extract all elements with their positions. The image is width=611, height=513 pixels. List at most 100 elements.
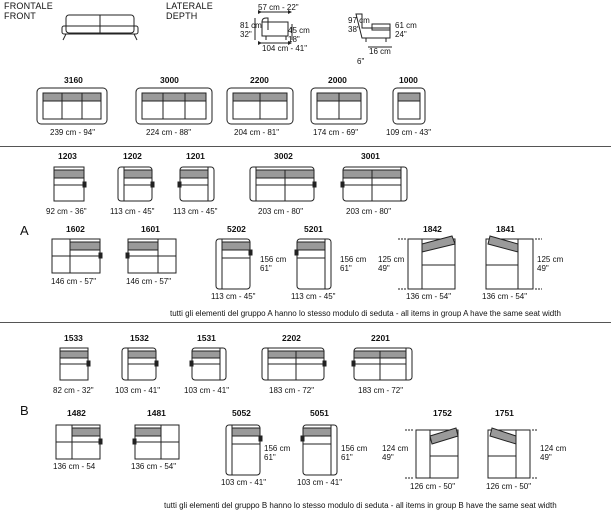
module-dim: 136 cm - 54 [53,462,96,471]
top-sofa-3000 [135,87,213,125]
top-sofa-1000 [392,87,426,125]
module-dim: 82 cm - 32" [53,386,94,395]
side-profile-a [254,10,293,45]
module-side-in: 49" [537,264,549,273]
top-sofa-3160 [36,87,108,125]
depth-b-seat: 61 cm [395,21,417,30]
module-code: 1842 [423,224,442,234]
module-dim: 203 cm - 80" [346,207,392,216]
top-sofa-2200 [226,87,294,125]
module-side: 124 cm [382,444,409,453]
module-code: 1203 [58,151,77,161]
sofa-dim: 109 cm - 43" [386,128,432,137]
module-side-in: 61" [341,453,353,462]
sofa-dim: 224 cm - 88" [146,128,192,137]
module-side-in: 49" [382,453,394,462]
module-1482 [55,424,103,460]
module-dim: 136 cm - 54" [482,292,528,301]
module-side-in: 61" [340,264,352,273]
module-1533 [59,347,91,381]
depth-b-height: 97 cm [348,16,370,25]
module-side-in: 49" [540,453,552,462]
sofa-code: 2000 [328,75,347,85]
group-b-label: B [20,403,29,418]
front-elevation-sofa [61,14,139,41]
module-5051 [300,424,338,476]
module-code: 1482 [67,408,86,418]
module-3002 [249,166,317,202]
module-2201 [351,347,413,381]
divider [0,322,611,323]
module-code: 3001 [361,151,380,161]
front-label-en: FRONT [4,11,36,21]
sofa-dim: 174 cm - 69" [313,128,359,137]
module-code: 5201 [304,224,323,234]
module-dim: 126 cm - 50" [410,482,456,491]
module-dim: 113 cm - 45" [211,292,256,301]
module-code: 1532 [130,333,149,343]
module-code: 1752 [433,408,452,418]
module-1751 [487,427,538,479]
module-1601 [125,238,177,274]
module-dim: 103 cm - 41" [221,478,267,487]
module-1532 [121,347,159,381]
module-1841 [485,235,542,290]
module-dim: 203 cm - 80" [258,207,304,216]
depth-a-seat-in: 18" [288,35,300,44]
depth-b-bottom: 16 cm [369,47,391,56]
depth-a-seat: 45 cm [288,26,310,35]
module-dim: 103 cm - 41" [297,478,343,487]
module-2202 [261,347,327,381]
depth-b-seat-in: 24" [395,30,407,39]
module-1752 [405,427,459,479]
module-5201 [294,238,332,290]
module-5202 [215,238,253,290]
module-dim: 103 cm - 41" [184,386,230,395]
module-side: 156 cm [340,255,367,264]
module-code: 1531 [197,333,216,343]
group-a-note: tutti gli elementi del gruppo A hanno lo… [170,309,561,318]
top-sofa-2000 [310,87,368,125]
module-3001 [340,166,408,202]
module-side: 125 cm [378,255,405,264]
module-dim: 113 cm - 45" [291,292,336,301]
module-code: 3002 [274,151,293,161]
module-code: 1201 [186,151,205,161]
module-side: 156 cm [341,444,368,453]
depth-b-bottom-in: 6" [357,57,365,66]
module-dim: 183 cm - 72" [358,386,404,395]
module-1202 [117,166,155,202]
depth-a-top: 57 cm - 22" [258,3,299,12]
module-code: 5202 [227,224,246,234]
sofa-dim: 239 cm - 94" [50,128,96,137]
depth-a-height: 81 cm [240,21,262,30]
sofa-code: 1000 [399,75,418,85]
sofa-dim: 204 cm - 81" [234,128,280,137]
module-code: 1481 [147,408,166,418]
module-1201 [177,166,215,202]
module-side: 124 cm [540,444,567,453]
module-dim: 92 cm - 36" [46,207,87,216]
depth-a-height-in: 32" [240,30,252,39]
depth-label-en: DEPTH [166,11,198,21]
module-code: 1751 [495,408,514,418]
front-label-it: FRONTALE [4,1,53,11]
module-1842 [398,235,456,290]
sofa-code: 2200 [250,75,269,85]
module-side: 125 cm [537,255,564,264]
module-side: 156 cm [264,444,291,453]
module-side: 156 cm [260,255,287,264]
module-code: 1202 [123,151,142,161]
module-5052 [225,424,263,476]
depth-a-bottom: 104 cm - 41" [262,44,308,53]
module-1203 [53,166,87,202]
sofa-code: 3160 [64,75,83,85]
side-profile-b [355,13,392,48]
group-b-note: tutti gli elementi del gruppo B hanno lo… [164,501,557,510]
module-dim: 126 cm - 50" [486,482,532,491]
module-code: 1602 [66,224,85,234]
depth-b-height-in: 38" [348,25,360,34]
module-dim: 113 cm - 45" [110,207,155,216]
module-dim: 136 cm - 54" [406,292,452,301]
